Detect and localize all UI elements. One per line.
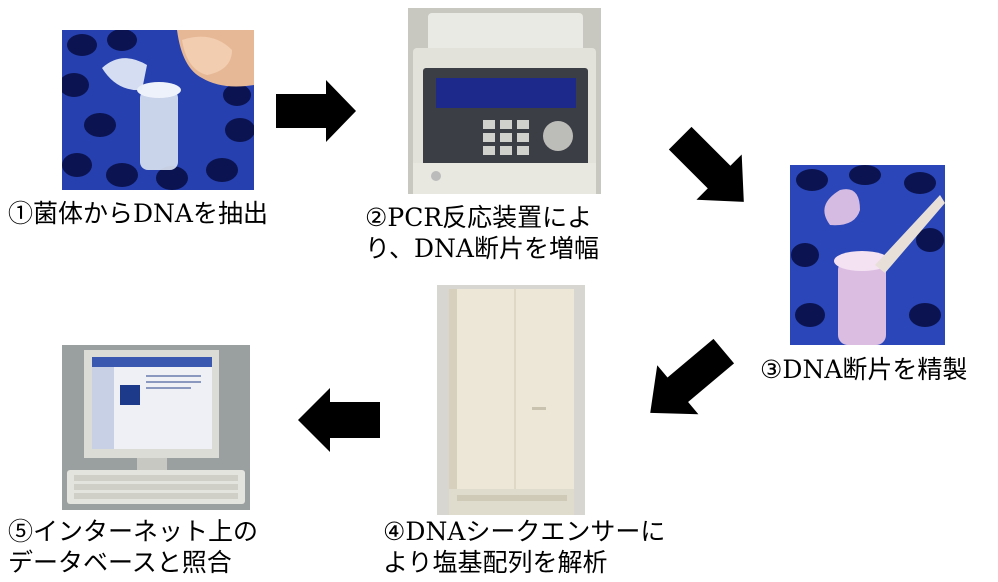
step5-caption-line1: ⑤インターネット上の (8, 517, 259, 546)
step5-caption: ⑤インターネット上の データベースと照合 (8, 516, 258, 578)
step1-photo (62, 30, 254, 190)
step1-caption-line1: ①菌体からDNAを抽出 (8, 199, 268, 228)
step5-photo (62, 345, 250, 510)
step3-caption: ③DNA断片を精製 (760, 354, 967, 385)
step4-photo (437, 285, 585, 515)
step4-caption-line1: ④DNAシークエンサーに (383, 517, 666, 546)
arrow-down-right (662, 120, 762, 220)
step4-caption: ④DNAシークエンサーに より塩基配列を解析 (383, 516, 665, 578)
step3-caption-line1: ③DNA断片を精製 (760, 355, 968, 384)
arrow-left (298, 388, 380, 452)
step5-caption-line2: データベースと照合 (8, 548, 232, 577)
step4-caption-line2: より塩基配列を解析 (383, 548, 608, 577)
step3-photo (790, 165, 945, 345)
step2-caption-line2: り、DNA断片を増幅 (365, 234, 599, 263)
step2-photo (408, 8, 601, 194)
arrow-right (276, 80, 356, 142)
arrow-down-left (632, 330, 742, 435)
step1-caption: ①菌体からDNAを抽出 (8, 198, 268, 229)
step2-caption-line1: ②PCR反応装置によ (365, 203, 593, 232)
step2-caption: ②PCR反応装置によ り、DNA断片を増幅 (365, 202, 599, 264)
